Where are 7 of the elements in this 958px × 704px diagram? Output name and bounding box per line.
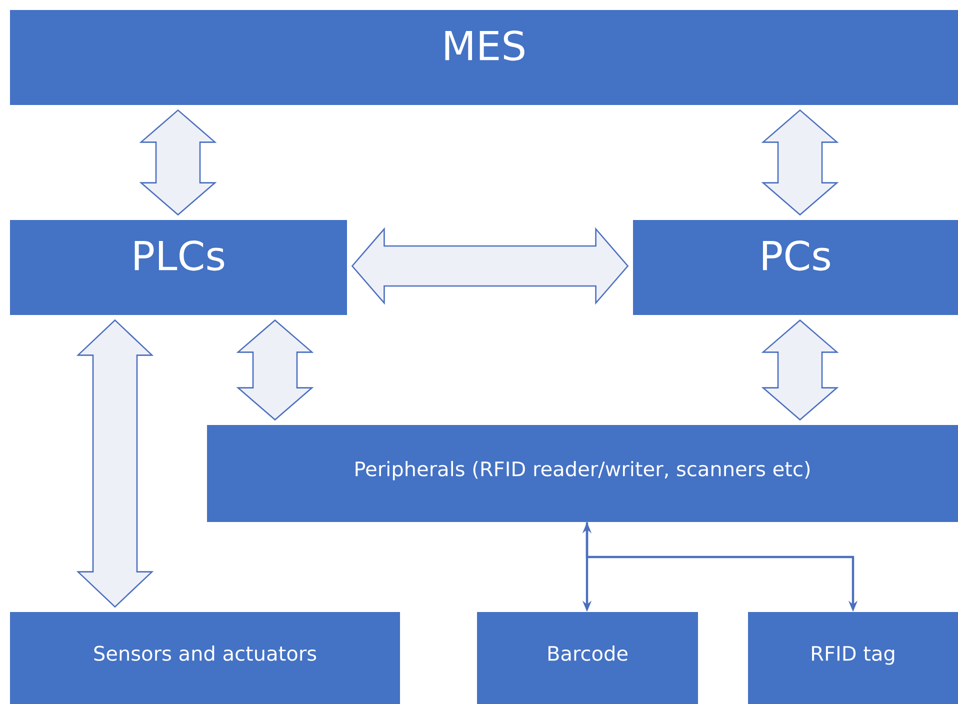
process-box: PCs	[633, 220, 958, 315]
process-box: PLCs	[10, 220, 347, 315]
process-box: Sensors and actuators	[10, 612, 400, 704]
process-box: Barcode	[477, 612, 698, 704]
process-box: MES	[10, 10, 958, 105]
process-box: Peripherals (RFID reader/writer, scanners etc)	[207, 425, 958, 522]
process-box: RFID tag	[748, 612, 958, 704]
